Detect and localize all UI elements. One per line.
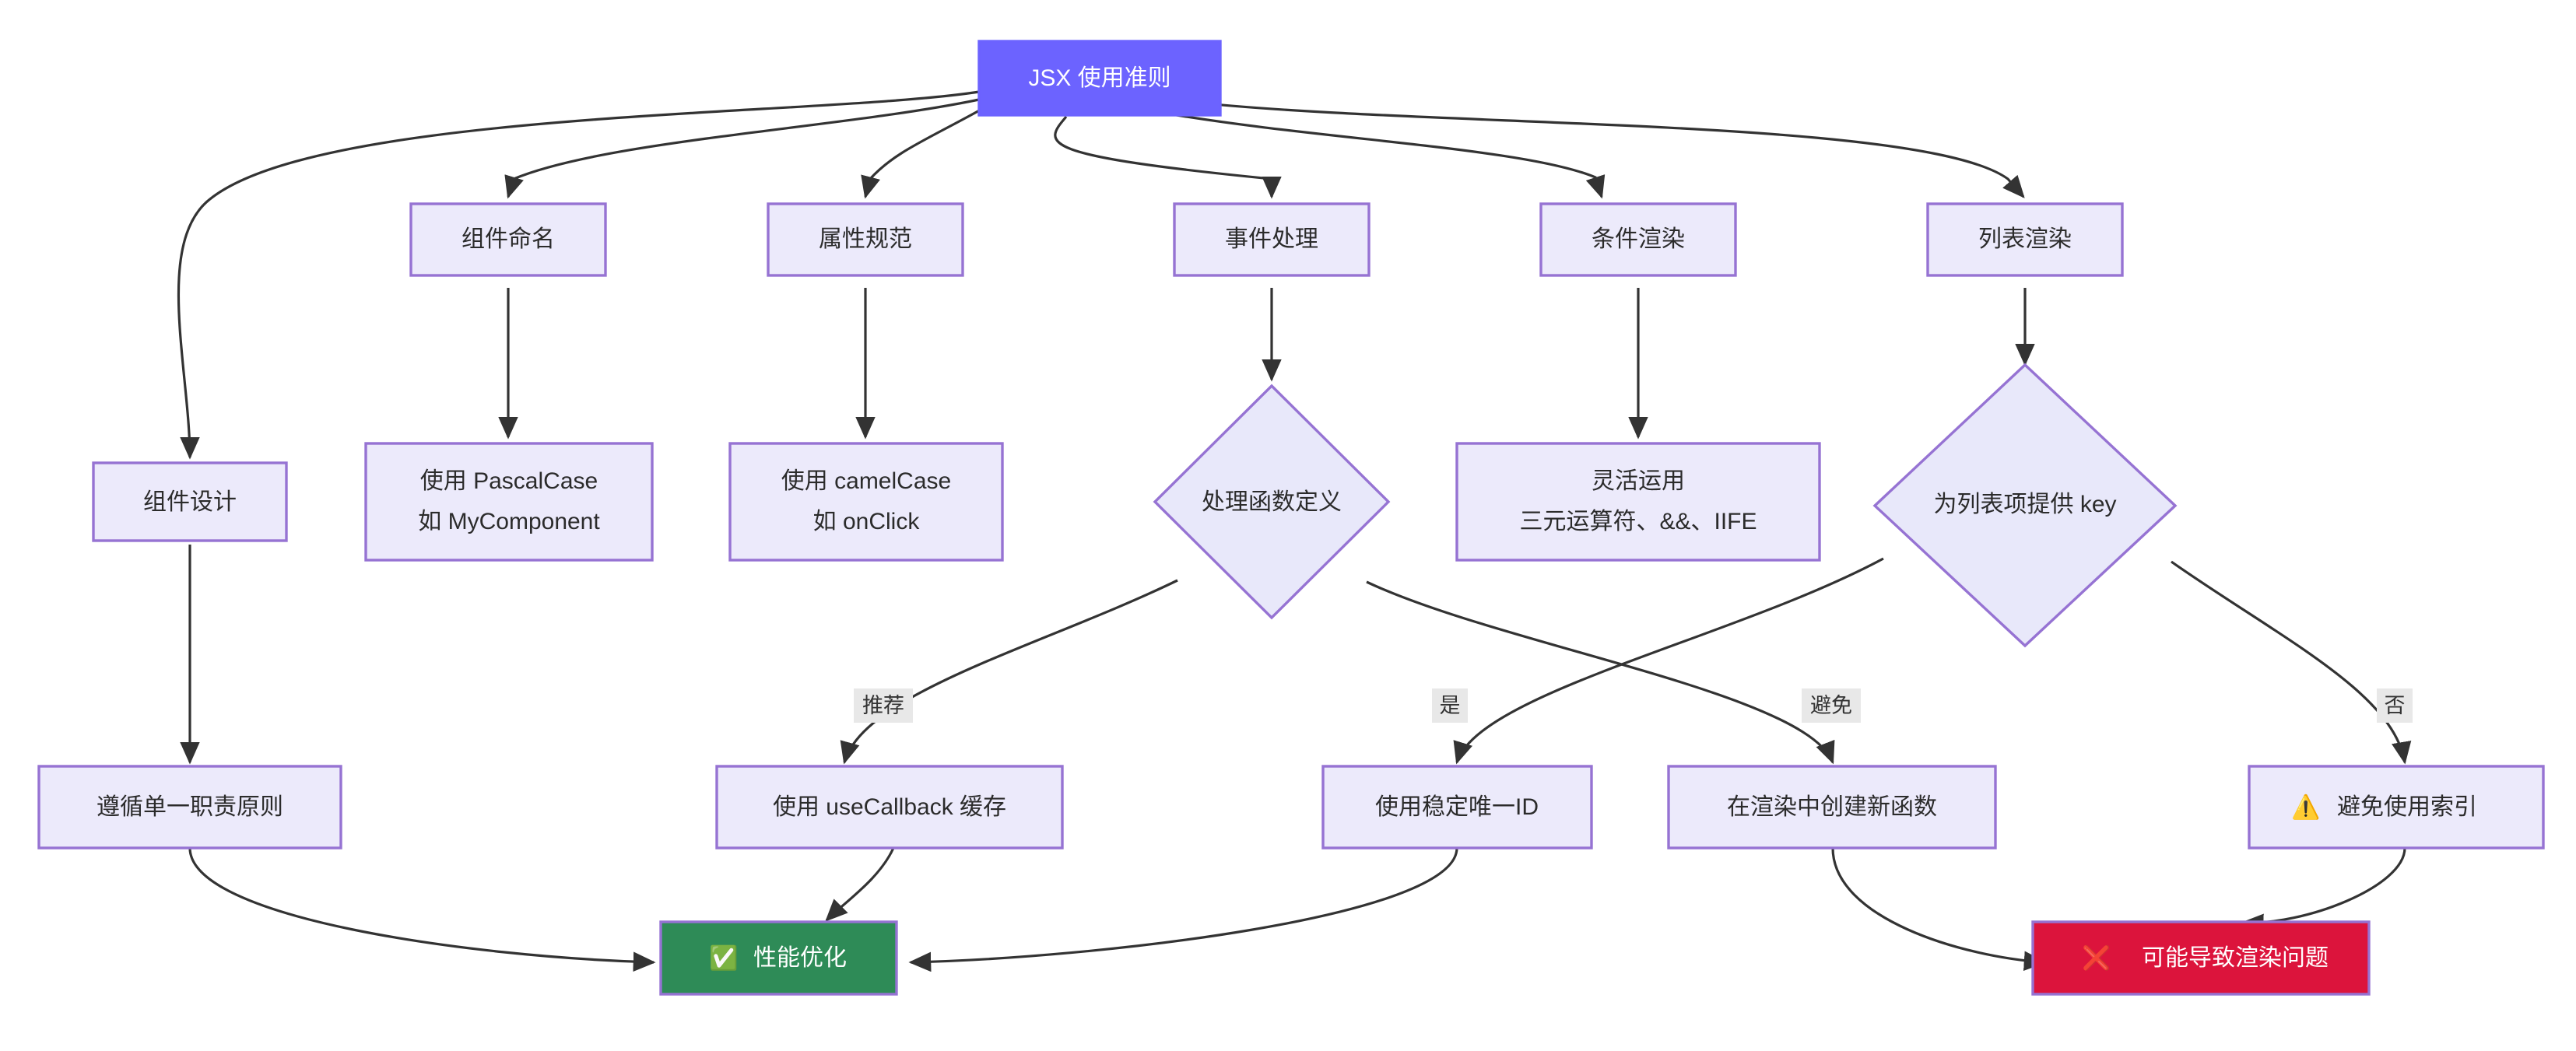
edge-label-recommend: 推荐 [854, 688, 913, 723]
node-component-design[interactable]: 组件设计 [92, 461, 288, 542]
node-conditional-render-label: 条件渲染 [1592, 226, 1685, 252]
node-conditional-render[interactable]: 条件渲染 [1539, 202, 1737, 277]
node-avoid-index[interactable]: ⚠️ 避免使用索引 [2248, 765, 2545, 850]
edge-root-to-event-handling [1054, 115, 1282, 199]
node-pascal-case-label-line2: 如 MyComponent [418, 509, 600, 534]
node-flexible-use[interactable]: 灵活运用 三元运算符、&&、IIFE [1455, 442, 1821, 562]
edge-label-avoid-text: 避免 [1810, 694, 1852, 717]
node-component-naming[interactable]: 组件命名 [409, 202, 607, 277]
edge-single-responsibility-to-perf-optimize [188, 847, 656, 972]
node-camel-case-label-line1: 使用 camelCase [781, 468, 951, 494]
edge-label-no-text: 否 [2385, 694, 2406, 717]
node-event-handling-label: 事件处理 [1225, 226, 1318, 252]
node-list-render[interactable]: 列表渲染 [1926, 202, 2124, 277]
node-camel-case[interactable]: 使用 camelCase 如 onClick [728, 442, 1004, 562]
edge-provide-key-to-stable-unique-id [1453, 557, 1884, 765]
edge-use-callback-to-perf-optimize [825, 847, 895, 922]
edge-root-to-conditional-render [1167, 112, 1606, 199]
edge-stable-unique-id-to-perf-optimize [908, 847, 1458, 972]
check-box-icon: ✅ [709, 944, 738, 972]
node-list-render-label: 列表渲染 [1978, 226, 2072, 252]
node-single-responsibility-label: 遵循单一职责原则 [97, 794, 283, 820]
node-inline-new-fn-label: 在渲染中创建新函数 [1727, 794, 1937, 820]
node-flexible-use-label-line2: 三元运算符、&&、IIFE [1519, 509, 1757, 534]
edge-layer [177, 90, 2412, 972]
edge-label-recommend-text: 推荐 [862, 694, 904, 717]
node-flexible-use-label-line1: 灵活运用 [1592, 468, 1685, 494]
edge-label-yes-text: 是 [1440, 694, 1461, 717]
node-provide-key[interactable]: 为列表项提供 key [1872, 363, 2178, 648]
edge-root-to-component-design [177, 90, 980, 460]
edge-label-yes: 是 [1432, 688, 1468, 723]
node-use-callback[interactable]: 使用 useCallback 缓存 [715, 765, 1064, 850]
edge-label-layer: 推荐 是 避免 否 [854, 688, 2413, 723]
edge-handler-def-to-use-callback [840, 579, 1178, 765]
edge-label-no: 否 [2377, 688, 2413, 723]
edge-provide-key-to-avoid-index [2171, 560, 2412, 765]
node-single-responsibility[interactable]: 遵循单一职责原则 [37, 765, 342, 850]
node-inline-new-fn[interactable]: 在渲染中创建新函数 [1667, 765, 1997, 850]
node-render-problem-label: 可能导致渲染问题 [2142, 945, 2329, 971]
node-camel-case-label-line2: 如 onClick [813, 509, 921, 534]
node-pascal-case[interactable]: 使用 PascalCase 如 MyComponent [364, 442, 654, 562]
node-component-design-label: 组件设计 [143, 489, 237, 515]
node-stable-unique-id-label: 使用稳定唯一ID [1375, 794, 1539, 820]
edge-root-to-list-render [1182, 100, 2025, 198]
node-render-problem[interactable]: ❌ 可能导致渲染问题 [2031, 920, 2371, 996]
warning-icon: ⚠️ [2291, 794, 2320, 822]
node-handler-def-label: 处理函数定义 [1202, 489, 1342, 515]
edge-label-avoid: 避免 [1802, 688, 1861, 723]
node-handler-def[interactable]: 处理函数定义 [1153, 384, 1391, 620]
node-avoid-index-label: 避免使用索引 [2337, 794, 2477, 820]
edge-handler-def-to-inline-new-fn [1366, 580, 1835, 765]
node-stable-unique-id[interactable]: 使用稳定唯一ID [1321, 765, 1593, 850]
node-event-handling[interactable]: 事件处理 [1173, 202, 1370, 277]
node-pascal-case-label-line1: 使用 PascalCase [420, 468, 598, 494]
edge-root-to-prop-spec [861, 107, 983, 199]
node-prop-spec[interactable]: 属性规范 [767, 202, 964, 277]
node-root[interactable]: JSX 使用准则 [977, 40, 1222, 117]
node-prop-spec-label: 属性规范 [819, 226, 912, 252]
cross-mark-icon: ❌ [2082, 944, 2111, 972]
edge-inline-new-fn-to-render-problem [1831, 847, 2047, 972]
edge-root-to-component-naming [504, 98, 980, 199]
node-component-naming-label: 组件命名 [462, 226, 555, 252]
edge-avoid-index-to-render-problem [2241, 847, 2406, 934]
node-use-callback-label: 使用 useCallback 缓存 [773, 794, 1006, 820]
node-root-label: JSX 使用准则 [1028, 65, 1170, 91]
node-perf-optimize[interactable]: ✅ 性能优化 [659, 920, 898, 996]
node-perf-optimize-label: 性能优化 [753, 945, 847, 971]
node-provide-key-label: 为列表项提供 key [1933, 492, 2116, 517]
